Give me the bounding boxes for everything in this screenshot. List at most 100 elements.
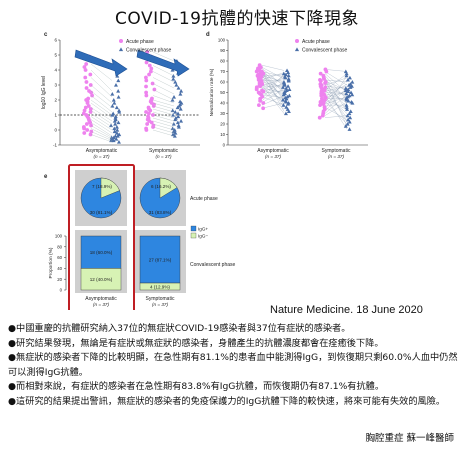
convalescent-point	[176, 111, 181, 116]
convalescent-point	[110, 92, 115, 96]
pair-line	[152, 120, 175, 128]
acute-point	[318, 103, 322, 107]
acute-point	[254, 87, 259, 92]
pair-line	[324, 71, 348, 86]
pair-line	[324, 100, 348, 125]
y-tick-label: 2	[54, 98, 57, 103]
convalescent-point	[115, 128, 120, 132]
bullet-item: 可以測得IgG抗體。	[8, 366, 88, 378]
convalescent-point	[345, 113, 350, 118]
trend-arrow-icon	[74, 49, 128, 77]
convalescent-point	[113, 83, 118, 87]
convalescent-point	[179, 119, 184, 123]
x-group-n: (n = 37)	[156, 154, 172, 159]
pair-line	[261, 85, 285, 114]
pair-line	[324, 86, 348, 92]
pair-line	[261, 75, 285, 92]
convalescent-point	[112, 126, 117, 131]
pair-line	[261, 68, 285, 87]
pair-line	[152, 117, 175, 125]
acute-point	[149, 69, 153, 74]
pair-line	[152, 89, 175, 101]
acute-point	[150, 81, 155, 86]
acute-point	[322, 76, 327, 81]
acute-point	[88, 120, 93, 125]
panel-letter: e	[44, 174, 48, 180]
convalescent-point	[117, 110, 122, 114]
convalescent-point	[347, 83, 352, 87]
acute-point	[254, 69, 259, 74]
pair-line	[152, 77, 175, 89]
acute-point	[90, 93, 94, 98]
convalescent-point	[346, 98, 351, 103]
convalescent-point	[286, 73, 291, 78]
pair-line	[152, 126, 175, 134]
convalescent-point	[171, 132, 176, 137]
y-tick-label: -1	[53, 143, 57, 148]
pair-line	[152, 123, 175, 131]
convalescent-point	[284, 105, 289, 109]
pair-line	[152, 108, 175, 116]
bar-negative-label: 4 (12.9%)	[150, 285, 170, 290]
pair-line	[90, 99, 113, 116]
pair-line	[152, 99, 175, 107]
legend-convalescent-label: Convalescent phase	[302, 48, 348, 54]
convalescent-point	[343, 124, 348, 128]
pair-line	[90, 131, 113, 141]
acute-point	[89, 90, 93, 95]
convalescent-point	[285, 102, 290, 106]
acute-point	[317, 115, 322, 120]
pair-line	[261, 80, 285, 102]
legend-negative-swatch	[190, 232, 197, 239]
pair-line	[324, 79, 348, 103]
convalescent-point	[346, 87, 351, 91]
panel-letter: c	[44, 32, 48, 38]
convalescent-point	[287, 93, 292, 98]
pair-line	[90, 122, 113, 137]
convalescent-point	[116, 78, 121, 83]
acute-point	[318, 71, 323, 76]
y-tick-label: 20	[57, 277, 62, 282]
legend-positive-swatch	[190, 225, 197, 232]
x-category-label: Asymptomatic	[85, 296, 117, 302]
pair-line	[152, 102, 175, 110]
bullet-item: ●中國重慶的抗體研究納入37位的無症狀COVID-19感染者與37位有症狀的感染…	[8, 323, 351, 334]
legend-acute-label: Acute phase	[302, 39, 330, 45]
legend-negative-label: IgG−	[198, 234, 208, 239]
acute-point	[151, 104, 156, 108]
acute-point	[144, 110, 148, 114]
convalescent-point	[286, 109, 291, 113]
convalescent-point	[113, 116, 118, 120]
acute-point	[261, 89, 266, 94]
legend-acute-marker	[295, 39, 299, 43]
convalescent-point	[281, 71, 286, 76]
acute-point	[261, 71, 266, 76]
convalescent-point	[350, 101, 355, 105]
convalescent-point	[175, 105, 180, 110]
y-tick-label: 6	[54, 38, 57, 43]
convalescent-point	[347, 119, 352, 124]
pair-line	[324, 73, 348, 93]
page-title: COVID-19抗體的快速下降現象	[115, 9, 359, 29]
acute-point	[151, 113, 155, 117]
source-caption: Nature Medicine. 18 June 2020	[270, 304, 423, 316]
convalescent-point	[343, 86, 348, 90]
legend-acute-label: Acute phase	[126, 39, 154, 45]
acute-point	[82, 108, 87, 113]
acute-point	[144, 60, 149, 65]
acute-point	[261, 101, 266, 105]
acute-point	[82, 65, 87, 69]
pair-line	[261, 90, 285, 110]
convalescent-point	[112, 119, 117, 123]
bar-positive-segment	[139, 235, 181, 284]
convalescent-point	[171, 129, 176, 134]
pair-line	[90, 63, 113, 81]
convalescent-point	[347, 75, 352, 80]
y-tick-label: 60	[220, 80, 225, 85]
acute-point	[85, 101, 90, 105]
convalescent-point	[283, 111, 288, 116]
y-tick-label: 4	[54, 68, 57, 73]
y-tick-label: 0	[54, 128, 57, 133]
bar-negative-segment	[80, 268, 122, 291]
pair-line	[324, 75, 348, 100]
